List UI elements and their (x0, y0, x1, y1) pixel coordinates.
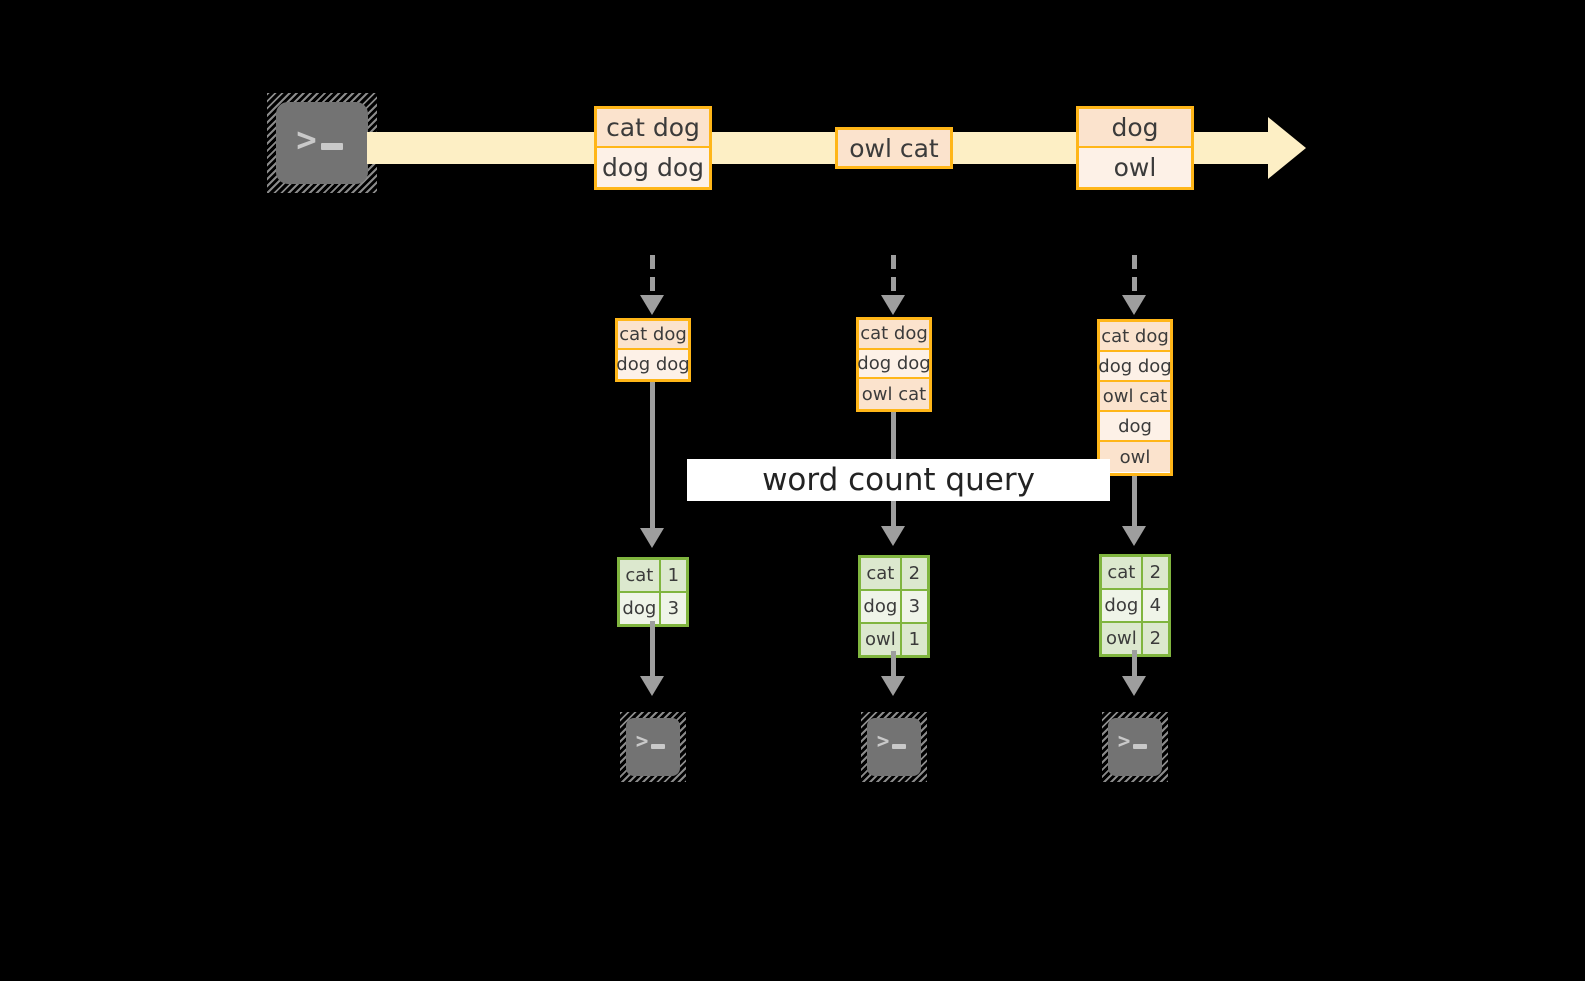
column-2-stream-connector-line (891, 255, 896, 299)
column-2-result-table[interactable]: cat 2 dog 3 owl 1 (858, 555, 930, 658)
column-2-stream-connector-arrow (881, 295, 905, 315)
result-count-cell: 3 (901, 591, 927, 622)
column-1-stream-connector-arrow (640, 295, 664, 315)
column-3-stream-connector-line (1132, 255, 1137, 299)
column-3-input-row-4: dog (1100, 412, 1170, 442)
result-count-cell: 4 (1142, 590, 1168, 621)
column-1-sink-connector-arrow (640, 676, 664, 696)
result-word-cell: cat (861, 558, 902, 589)
column-3-query-connector-arrow (1122, 526, 1146, 546)
result-count-cell: 3 (660, 593, 686, 624)
stream-event-1-line-1: cat dog (597, 109, 709, 149)
table-row: cat 2 (1102, 557, 1168, 590)
result-word-cell: cat (620, 560, 661, 591)
result-count-cell: 1 (660, 560, 686, 591)
column-1-input-row-1: cat dog (618, 321, 688, 351)
table-row: dog 4 (1102, 590, 1168, 623)
terminal-prompt-chevron: > (876, 728, 890, 753)
query-label-banner: word count query (687, 459, 1110, 501)
result-word-cell: dog (1102, 590, 1143, 621)
terminal-cursor (321, 143, 344, 150)
stream-event-1-line-2: dog dog (597, 148, 709, 187)
stream-event-3-line-1: dog (1079, 109, 1191, 149)
column-1-result-table[interactable]: cat 1 dog 3 (617, 557, 689, 627)
column-1-stream-connector-line (650, 255, 655, 299)
result-word-cell: dog (620, 593, 661, 624)
table-row: owl 2 (1102, 623, 1168, 654)
result-word-cell: dog (861, 591, 902, 622)
column-2-sink-connector-line (891, 651, 896, 679)
column-2-sink-connector-arrow (881, 676, 905, 696)
column-3-input-table[interactable]: cat dog dog dog owl cat dog owl (1097, 319, 1173, 476)
stream-event-2-line-1: owl cat (838, 130, 950, 166)
terminal-cursor (650, 744, 665, 750)
column-2-input-row-3: owl cat (859, 379, 929, 409)
column-1-query-connector-line (650, 382, 655, 532)
table-row: cat 2 (861, 558, 927, 591)
column-2-input-row-2: dog dog (857, 349, 931, 380)
column-3-input-row-5: owl (1100, 442, 1170, 472)
result-word-cell: owl (861, 624, 902, 655)
column-1-query-connector-arrow (640, 528, 664, 548)
column-3-stream-connector-arrow (1122, 295, 1146, 315)
column-2-sink-terminal-icon: > (861, 712, 927, 782)
column-2-input-table[interactable]: cat dog dog dog owl cat (856, 317, 932, 412)
column-3-query-connector-line (1132, 476, 1137, 530)
terminal-prompt-chevron: > (296, 120, 317, 161)
table-row: cat 1 (620, 560, 686, 593)
result-count-cell: 2 (1142, 623, 1168, 654)
column-3-sink-connector-arrow (1122, 676, 1146, 696)
terminal-cursor (891, 744, 906, 750)
result-word-cell: owl (1102, 623, 1143, 654)
result-word-cell: cat (1102, 557, 1143, 588)
column-3-input-row-1: cat dog (1100, 322, 1170, 352)
column-1-input-table[interactable]: cat dog dog dog (615, 318, 691, 382)
column-1-sink-terminal-icon: > (620, 712, 686, 782)
stream-event-3-line-2: owl (1079, 148, 1191, 187)
terminal-prompt-chevron: > (635, 728, 649, 753)
column-2-input-row-1: cat dog (859, 320, 929, 350)
column-3-result-table[interactable]: cat 2 dog 4 owl 2 (1099, 554, 1171, 657)
result-count-cell: 2 (901, 558, 927, 589)
column-3-sink-connector-line (1132, 650, 1137, 679)
result-count-cell: 2 (1142, 557, 1168, 588)
table-row: dog 3 (620, 593, 686, 624)
result-count-cell: 1 (901, 624, 927, 655)
column-3-sink-terminal-icon: > (1102, 712, 1168, 782)
terminal-prompt-chevron: > (1117, 728, 1131, 753)
table-row: dog 3 (861, 591, 927, 624)
terminal-cursor (1132, 744, 1147, 750)
source-terminal-icon: > (267, 93, 377, 193)
column-1-input-row-2: dog dog (616, 350, 690, 379)
column-3-input-row-3: owl cat (1100, 382, 1170, 412)
table-row: owl 1 (861, 624, 927, 655)
stream-event-1[interactable]: cat dog dog dog (594, 106, 712, 190)
stream-timeline-arrowhead (1268, 117, 1306, 179)
column-1-sink-connector-line (650, 621, 655, 679)
column-3-input-row-2: dog dog (1098, 352, 1172, 382)
column-2-query-connector-arrow (881, 526, 905, 546)
stream-event-3[interactable]: dog owl (1076, 106, 1194, 190)
stream-event-2[interactable]: owl cat (835, 127, 953, 169)
